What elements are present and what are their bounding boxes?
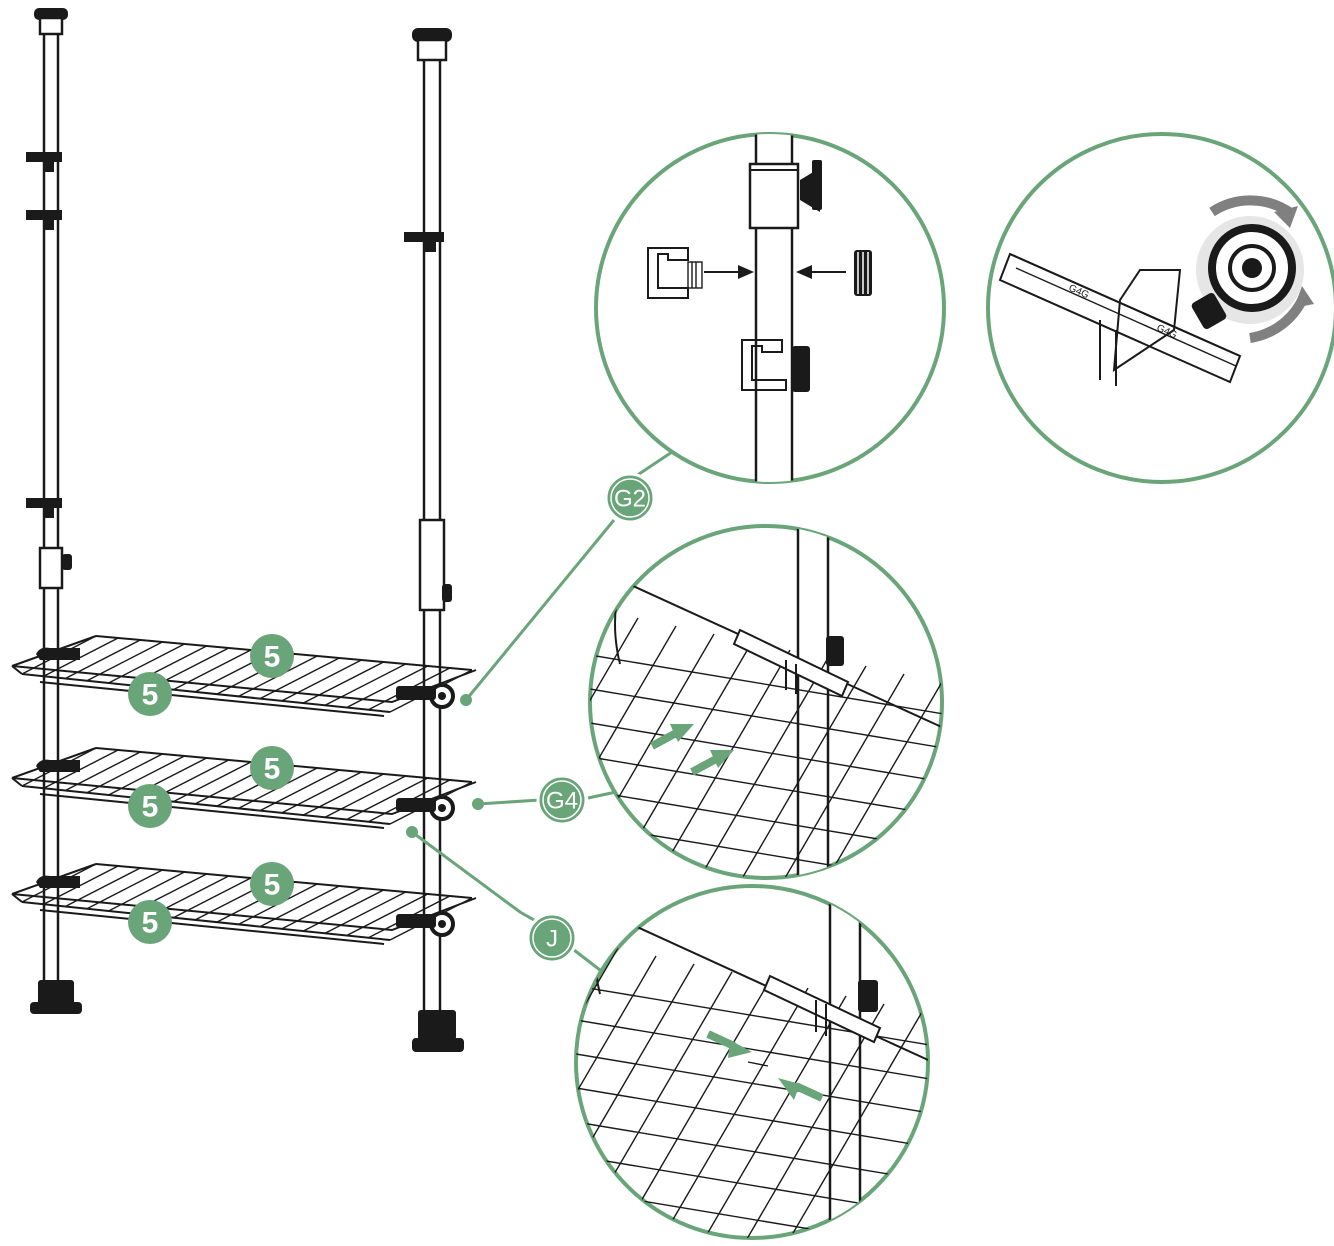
callout-j: J xyxy=(526,912,578,964)
callout-j-label: J xyxy=(546,926,558,953)
right-pole xyxy=(404,28,464,1052)
callout-g4-label: G4 xyxy=(546,788,578,815)
part-badge-back: 5 xyxy=(250,862,294,906)
part-badge-back-label: 5 xyxy=(264,869,281,902)
callout-g2-label: G2 xyxy=(614,486,646,513)
callout-g4: G4 xyxy=(536,774,588,826)
assembled-clamp xyxy=(741,339,810,392)
clockwise-rotate-icon xyxy=(1209,195,1314,343)
knob-part xyxy=(854,250,872,296)
push-arrow-icon xyxy=(706,1030,824,1102)
part-badge-front: 5 xyxy=(128,900,172,944)
left-pole xyxy=(26,8,82,1014)
wire-shelf: 55 xyxy=(11,862,477,945)
part-badge-front-label: 5 xyxy=(142,679,159,712)
part-badge-front: 5 xyxy=(128,784,172,828)
part-badge-back-label: 5 xyxy=(264,641,281,674)
clamp-part xyxy=(647,247,703,299)
part-badge-back: 5 xyxy=(250,634,294,678)
part-badge-front-label: 5 xyxy=(142,791,159,824)
left-pole-clamp xyxy=(26,152,72,570)
insert-arrow-icon xyxy=(704,265,846,279)
leader-lines xyxy=(406,450,673,972)
detail-clamp-assembly xyxy=(594,132,946,484)
push-arrow-icon xyxy=(650,724,734,776)
basket-clamp xyxy=(732,628,850,698)
right-pole-clamp xyxy=(404,232,452,602)
wire-shelf: 55 xyxy=(11,746,477,829)
part-badge-front-label: 5 xyxy=(142,907,159,940)
knob xyxy=(1191,216,1304,330)
callout-g2: G2 xyxy=(604,472,656,524)
detail-rotate-knob: G4G G4G xyxy=(986,132,1334,484)
part-badge-back: 5 xyxy=(250,746,294,790)
part-badge-back-label: 5 xyxy=(264,753,281,786)
part-badge-front: 5 xyxy=(128,672,172,716)
detail-basket-lock xyxy=(574,884,930,1240)
wire-shelf: 55 xyxy=(11,634,477,717)
basket-clamp xyxy=(762,974,882,1044)
